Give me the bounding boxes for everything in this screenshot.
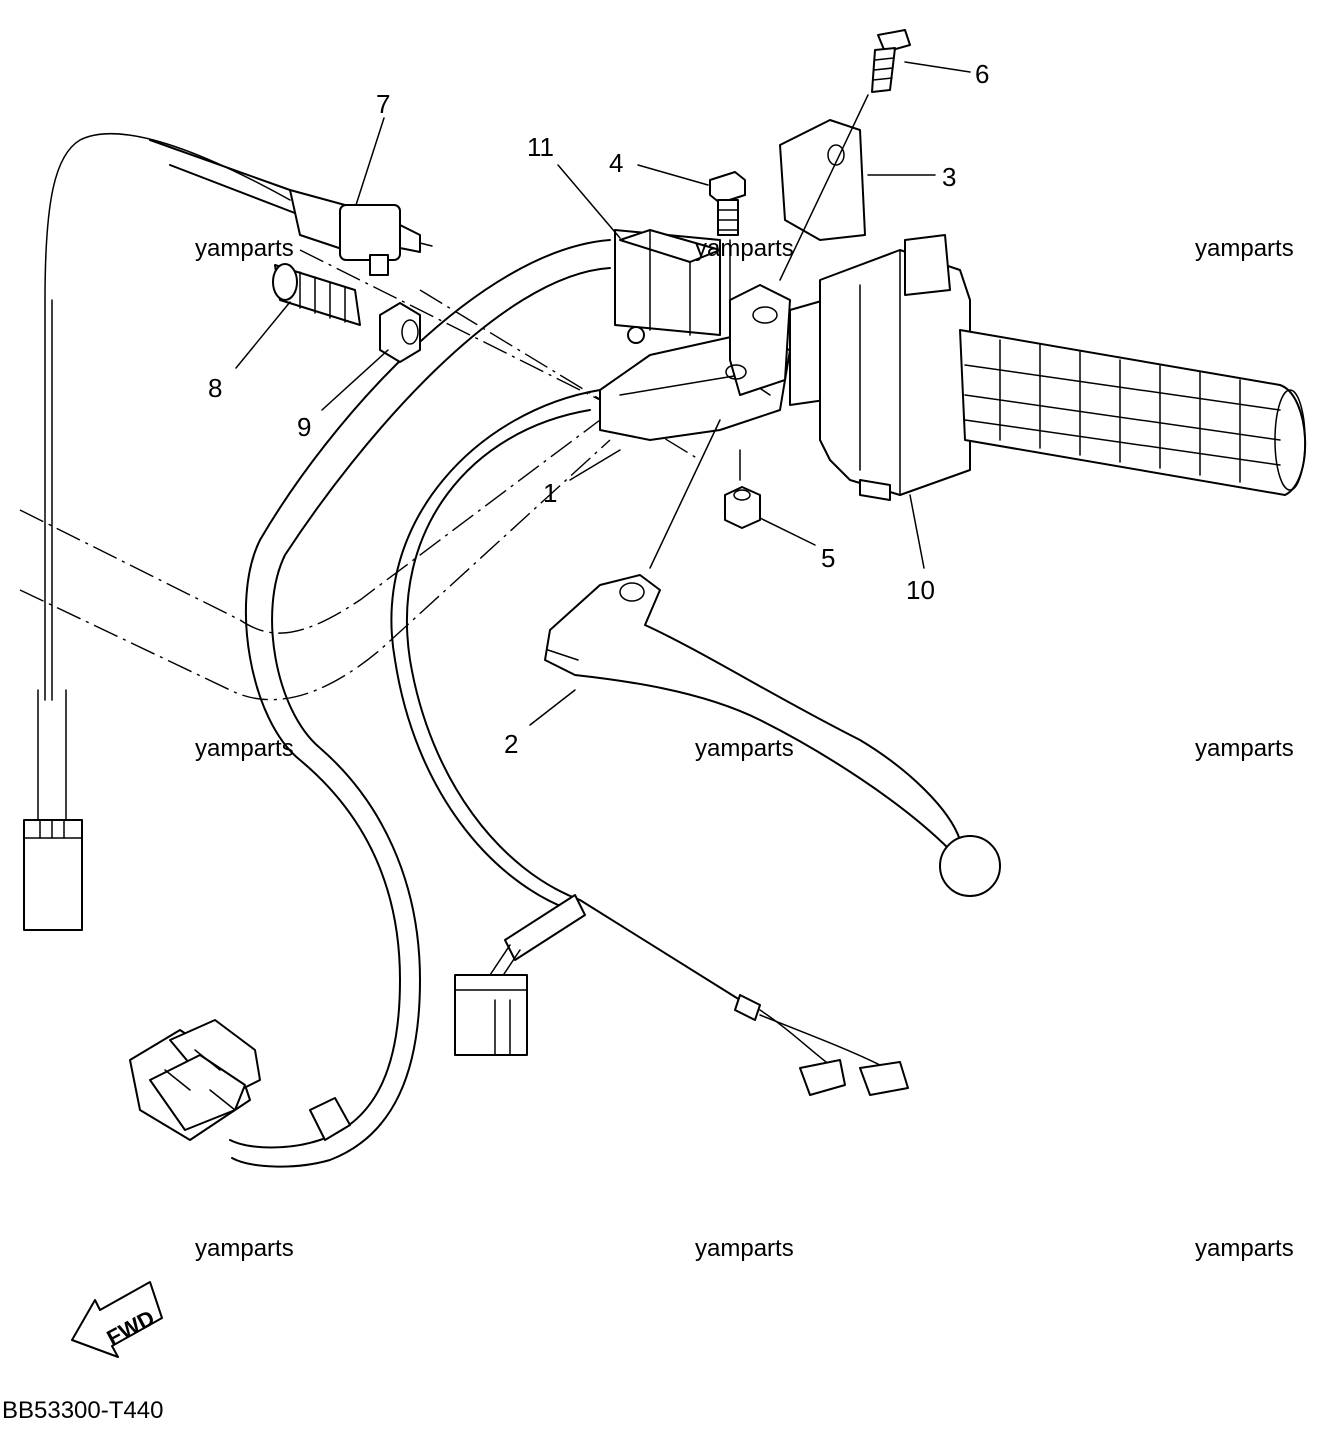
watermark: yamparts [195, 235, 294, 262]
callout-5: 5 [821, 543, 835, 573]
part-9-locknut [379, 302, 421, 363]
fwd-direction-badge: FWD [71, 1281, 163, 1358]
part-5-nut [724, 449, 761, 529]
watermark: yamparts [695, 735, 794, 762]
part-8-adjuster [272, 263, 361, 326]
lead-terminal-2 [859, 1061, 909, 1096]
callout-10: 10 [906, 575, 935, 605]
part-7-clutch-switch [149, 139, 433, 276]
callout-4: 4 [609, 148, 623, 178]
clutch-cable [229, 239, 741, 1168]
clutch-coupler-block [454, 974, 528, 1056]
grip [959, 329, 1307, 496]
callout-9: 9 [297, 412, 311, 442]
part-1-lever-holder [599, 284, 791, 441]
callout-1: 1 [543, 478, 557, 508]
leader-lines [235, 61, 971, 726]
main-harness-coupler [129, 1019, 351, 1141]
callout-6: 6 [975, 59, 989, 89]
part-3-clamp [779, 119, 866, 241]
callout-7: 7 [376, 89, 390, 119]
part-2-clutch-lever [544, 574, 1001, 897]
part-10-handlebar-switch [789, 234, 1307, 501]
watermark: yamparts [695, 235, 794, 262]
handlebar-outline [19, 249, 701, 701]
clutch-switch-coupler [454, 894, 586, 1056]
part-11-holder [614, 229, 721, 344]
callout-8: 8 [208, 373, 222, 403]
part-4-pivot-bolt [709, 171, 746, 361]
switch-wire-harness [23, 133, 291, 931]
part-6-screw [871, 29, 911, 93]
lead-terminal-1 [799, 1059, 846, 1096]
drawing-code: BB53300-T440 [2, 1397, 163, 1424]
harness-connector-left [23, 819, 83, 931]
watermark: yamparts [1195, 735, 1294, 762]
watermark: yamparts [695, 1235, 794, 1262]
watermark: yamparts [1195, 1235, 1294, 1262]
watermark: yamparts [1195, 235, 1294, 262]
callout-2: 2 [504, 729, 518, 759]
switch-leads [734, 994, 909, 1096]
callout-11: 11 [527, 132, 554, 162]
watermark: yamparts [195, 735, 294, 762]
callout-3: 3 [942, 162, 956, 192]
watermark: yamparts [195, 1235, 294, 1262]
